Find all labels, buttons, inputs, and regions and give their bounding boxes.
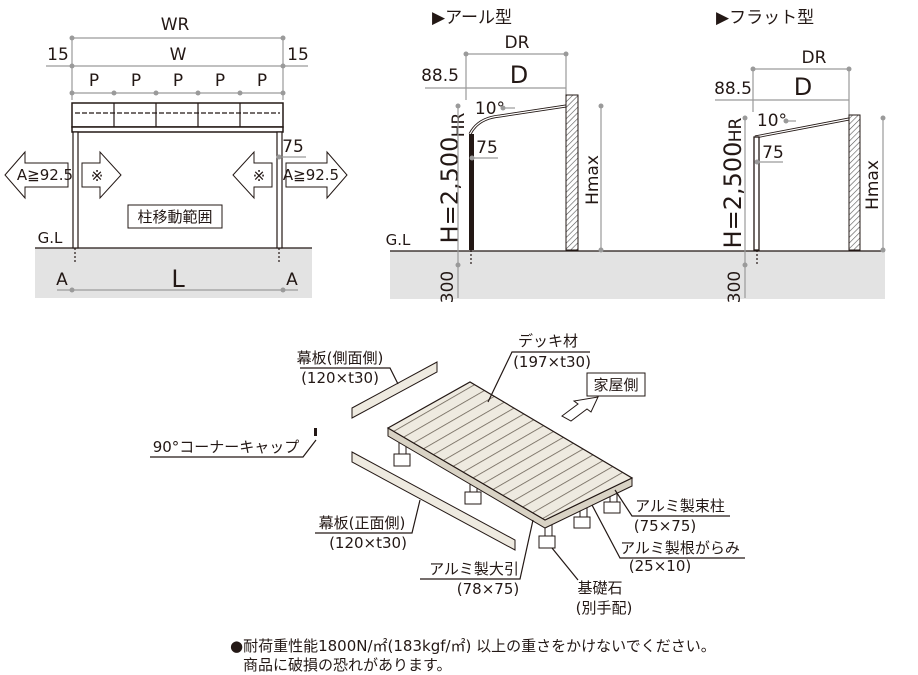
pitch-label: P (131, 71, 141, 91)
deck-boards (386, 381, 634, 521)
brace-size: (25×10) (629, 557, 691, 575)
wall (565, 94, 579, 251)
deck-material-label: デッキ材 (518, 332, 578, 350)
hr-label: HR (449, 113, 469, 138)
angle-label: 10° (757, 111, 787, 131)
pitch-labels: P P P P P (89, 71, 267, 91)
corner-cap (314, 428, 317, 436)
a-right-label: A (286, 270, 298, 290)
hr-label: HR (726, 118, 746, 143)
side-board-label: 幕板(側面側) (297, 349, 384, 367)
wall (848, 114, 861, 251)
post (753, 136, 760, 251)
flat-type-title: ▶フラット型 (716, 8, 814, 28)
clearance-left-label: A≧92.5 (17, 166, 73, 184)
post-size-label: 75 (282, 137, 304, 157)
w-label: W (170, 45, 187, 65)
front-board-label: 幕板(正面側) (319, 514, 406, 532)
post (469, 134, 474, 250)
deck-exploded-view (314, 361, 646, 551)
stone-label: 基礎石 (577, 579, 622, 597)
clearance-arrow-right: A≧92.5 (283, 150, 348, 200)
stone-note: (別手配) (576, 599, 633, 617)
dr-label: DR (802, 48, 827, 68)
mark-right: ※ (253, 167, 266, 185)
side-board (351, 361, 438, 419)
pitch-label: P (215, 71, 225, 91)
brace-label: アルミ製根がらみ (620, 539, 740, 557)
roof (71, 102, 284, 133)
r-type-title: ▶アール型 (432, 8, 512, 28)
d-label: D (794, 73, 812, 101)
post-left (72, 131, 79, 249)
beam-size: (78×75) (457, 580, 519, 598)
dr-label: DR (505, 33, 530, 53)
depth-label: 300 (725, 271, 745, 303)
move-range-label: 柱移動範囲 (137, 208, 212, 226)
h-label: H=2,500 (719, 142, 747, 249)
l-label: L (171, 265, 185, 293)
post-label: アルミ製束柱 (635, 497, 725, 515)
flat-type-view: ▶フラット型 DR 88.5 D 10° HR H=2,500 75 Hmax … (714, 8, 886, 303)
pitch-label: P (173, 71, 183, 91)
hmax-label: Hmax (583, 155, 603, 205)
front-view: WR 15 W 15 P P P P P 75 A≧ (4, 15, 348, 298)
mark-left: ※ (91, 167, 104, 185)
ground-area-side (390, 251, 885, 299)
post-size: (75×75) (634, 517, 696, 535)
d-label: D (510, 61, 528, 89)
gl-label: G.L (386, 231, 411, 249)
side-board-size: (120×t30) (301, 369, 379, 387)
offset-label: 88.5 (714, 79, 752, 99)
deck-labels: 幕板(側面側) (120×t30) デッキ材 (197×t30) 家屋側 90°… (150, 332, 745, 617)
note-line-2: 商品に破損の恐れがあります。 (243, 656, 452, 674)
a-left-label: A (56, 270, 68, 290)
move-arrow-right: ※ (81, 150, 122, 200)
offset-label: 88.5 (421, 66, 459, 86)
beam-label: アルミ製大引 (429, 560, 519, 578)
post-size-label: 75 (476, 138, 498, 158)
gl-label: G.L (38, 229, 63, 247)
house-direction-arrow (561, 396, 599, 422)
load-note: ●耐荷重性能1800N/㎡(183kgf/㎡) 以上の重さをかけないでください。… (230, 637, 716, 674)
pitch-label: P (257, 71, 267, 91)
clearance-right-label: A≧92.5 (283, 166, 339, 184)
pitch-label: P (89, 71, 99, 91)
house-side-label: 家屋側 (593, 376, 638, 394)
clearance-arrow-left: A≧92.5 (4, 150, 73, 200)
angle-label: 10° (475, 99, 505, 119)
depth-label: 300 (438, 271, 458, 303)
wr-label: WR (161, 15, 190, 35)
corner-cap-label: 90°コーナーキャップ (153, 438, 300, 456)
deck-material-size: (197×t30) (513, 353, 591, 371)
r-type-view: ▶アール型 DR 88.5 D 10° HR H=2,500 75 Hmax G… (386, 8, 604, 303)
h-label: H=2,500 (436, 137, 464, 244)
margin-right-label: 15 (287, 45, 309, 65)
hmax-label: Hmax (863, 160, 883, 210)
front-board-size: (120×t30) (329, 534, 407, 552)
note-line-1: ●耐荷重性能1800N/㎡(183kgf/㎡) 以上の重さをかけないでください。 (230, 637, 716, 655)
front-board (351, 451, 516, 551)
move-arrow-left: ※ (232, 150, 273, 200)
post-size-label: 75 (762, 143, 784, 163)
margin-left-label: 15 (47, 45, 69, 65)
